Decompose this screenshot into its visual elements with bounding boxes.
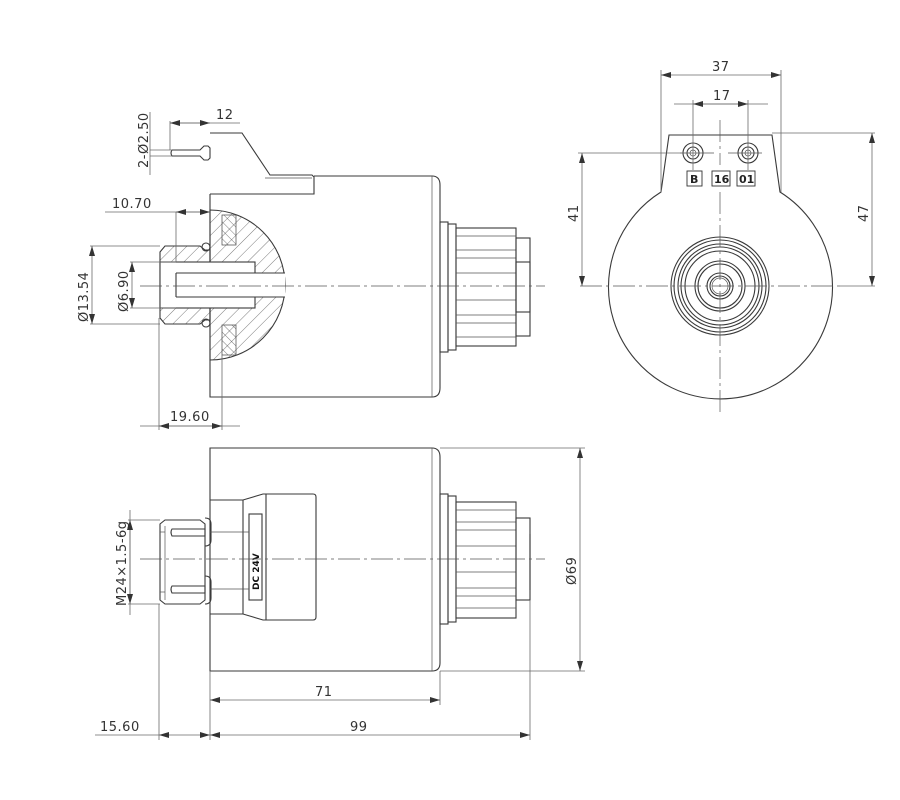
terminal-label-box-b (686, 170, 703, 187)
dim-pin-diameter: 2-Ø2.50 (137, 112, 152, 168)
dim-connector-width: 37 (712, 60, 730, 75)
dim-inner-bore-diameter: Ø6.90 (117, 270, 132, 312)
dim-pin-offset: 12 (216, 108, 234, 123)
connector-bracket (210, 132, 315, 195)
terminal-label-box-16 (711, 170, 731, 187)
dim-body-length: 71 (315, 685, 333, 700)
side-view-dimensions: 2-Ø2.50 12 10.70 Ø13.54 Ø6.90 19.60 (77, 108, 240, 430)
connector-plug (210, 493, 317, 621)
dim-connector-top-height: 47 (857, 204, 872, 222)
terminal-label-16: 16 (714, 173, 730, 186)
end-view-dimensions: 37 17 41 47 (567, 60, 875, 287)
dim-total-length: 99 (350, 720, 368, 735)
knurl-lines (456, 235, 516, 338)
bottom-view-dimensions: Ø69 M24×1.5-6g 71 99 15.60 (95, 447, 585, 740)
dim-flange-offset: 10.70 (112, 197, 152, 212)
coil-body-outline-bottom (209, 447, 441, 672)
end-view: B 16 01 (580, 120, 840, 415)
dim-nut-offset: 15.60 (100, 720, 140, 735)
side-section-view (140, 132, 545, 398)
dim-nut-length: 19.60 (170, 410, 210, 425)
terminal-label-01: 01 (739, 173, 754, 186)
dim-pin-center-height: 41 (567, 204, 582, 222)
terminal-label-box-01 (736, 170, 756, 187)
knurl-lines-bottom (456, 509, 516, 609)
voltage-stamp: DC 24V (252, 553, 262, 590)
dim-pin-spacing: 17 (713, 89, 731, 104)
terminal-label-b: B (690, 173, 698, 186)
terminal-pin (170, 145, 211, 161)
end-view-outline (607, 134, 834, 400)
threaded-nut-bottom (159, 519, 206, 605)
dim-body-diameter: Ø69 (565, 557, 580, 585)
dim-thread-spec: M24×1.5-6g (115, 520, 130, 606)
bottom-side-view: DC 24V (140, 447, 545, 672)
dim-outer-thread-diameter: Ø13.54 (77, 272, 92, 322)
coil-body-outline (209, 175, 441, 398)
